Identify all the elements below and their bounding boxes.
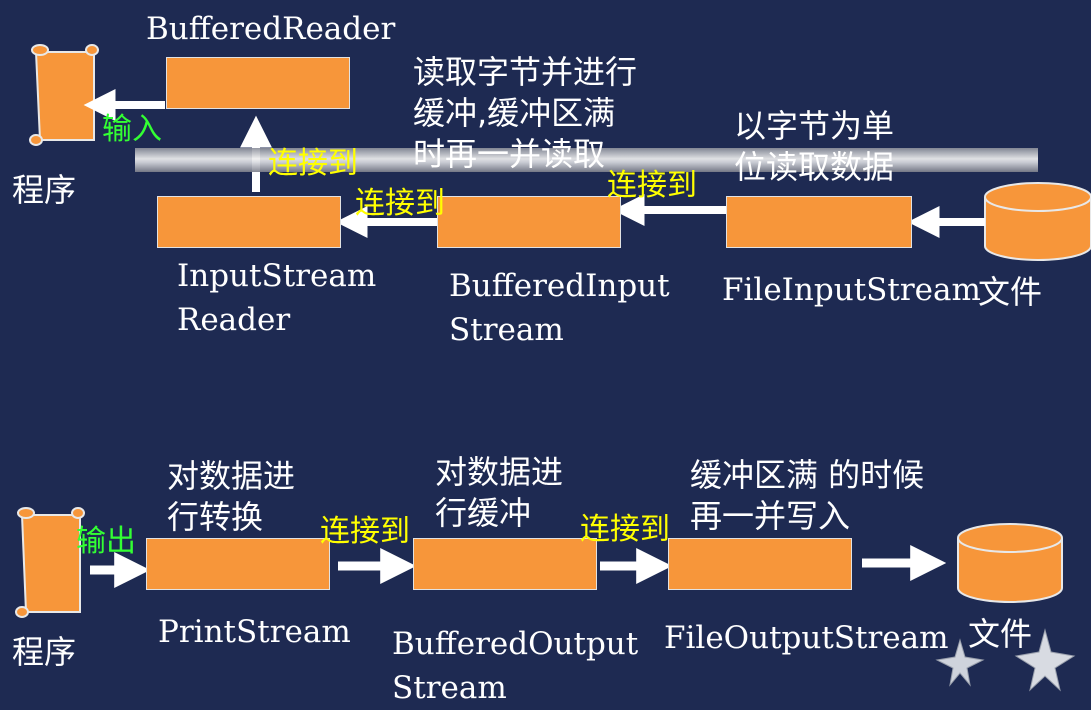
layer-band <box>135 148 1038 172</box>
buffered-input-stream-label-line2: Stream <box>449 312 564 348</box>
file-description-line1: 缓冲区满 的时候 <box>690 456 925 494</box>
connector-label: 连接到 <box>320 514 410 549</box>
file-input-stream-label: FileInputStream <box>722 272 981 308</box>
arrow <box>83 89 985 238</box>
program-label: 程序 <box>12 633 77 671</box>
file-output-stream-box <box>668 538 852 590</box>
buffer-description-line3: 时再一并读取 <box>413 135 606 173</box>
cylinder-icon <box>957 523 1063 603</box>
print-stream-label: PrintStream <box>158 614 351 650</box>
star-icon <box>1014 628 1076 692</box>
input-label: 输入 <box>102 112 162 147</box>
print-description-line1: 对数据进 <box>167 457 296 495</box>
connector-label: 连接到 <box>268 146 358 181</box>
buffered-output-stream-label-line2: Stream <box>392 670 507 706</box>
buffered-output-stream-label-line1: BufferedOutput <box>392 626 639 662</box>
file-description-line2: 再一并写入 <box>690 497 851 535</box>
scroll-icon <box>29 44 99 146</box>
print-description-line2: 行转换 <box>167 498 264 536</box>
arrow <box>90 545 947 588</box>
buffer-description-line1: 读取字节并进行 <box>413 53 638 91</box>
connector-label: 连接到 <box>355 186 445 221</box>
buffered-input-stream-label-line1: BufferedInput <box>449 268 670 304</box>
cylinder-icon <box>984 182 1091 261</box>
program-label: 程序 <box>12 171 77 209</box>
file-input-stream-box <box>726 196 912 248</box>
file-description-line2: 位读取数据 <box>734 148 895 186</box>
input-stream-reader-box <box>157 196 341 248</box>
buffer-description-line1: 对数据进 <box>435 453 564 491</box>
buffered-input-stream-box <box>437 196 621 248</box>
scroll-icon <box>15 507 85 618</box>
buffered-reader-box <box>166 57 350 109</box>
file-output-stream-label: FileOutputStream <box>664 620 949 656</box>
print-stream-box <box>146 538 330 590</box>
input-stream-reader-label-line2: Reader <box>177 302 291 338</box>
buffer-description-line2: 缓冲,缓冲区满 <box>413 94 616 132</box>
input-stream-reader-label-line1: InputStream <box>177 258 377 294</box>
file-description-line1: 以字节为单 <box>734 107 895 145</box>
buffered-reader-label: BufferedReader <box>146 11 396 47</box>
file-label: 文件 <box>968 615 1033 653</box>
connector-label: 连接到 <box>580 512 670 547</box>
connector-label: 连接到 <box>607 168 697 203</box>
output-label: 输出 <box>76 524 136 559</box>
file-label: 文件 <box>978 273 1043 311</box>
buffer-description-line2: 行缓冲 <box>435 494 532 532</box>
star-icon <box>935 638 985 687</box>
buffered-output-stream-box <box>413 538 597 590</box>
